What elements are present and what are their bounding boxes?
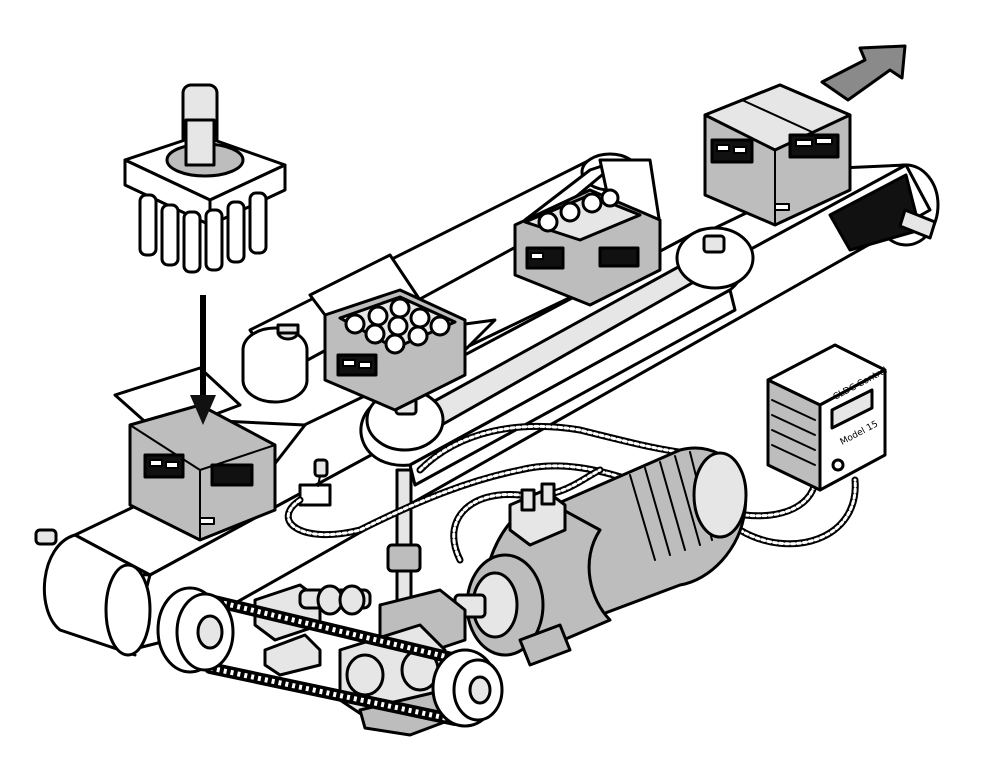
- shaft-coupling: [386, 543, 422, 573]
- box4-top: [703, 83, 852, 152]
- sensor-body: [298, 483, 332, 507]
- speed-controller: CLDC Control Model 15: [766, 343, 889, 492]
- down-arrow-icon: [190, 295, 216, 425]
- controller-knob: [831, 458, 845, 472]
- left-drum-shaft: [34, 528, 58, 546]
- box-closed: [703, 83, 852, 227]
- box-open-empty: [113, 366, 307, 542]
- box1-handle-right: [210, 463, 254, 487]
- front-conveyor-right-pulley: [675, 226, 755, 290]
- belt-drive: [156, 583, 504, 737]
- motor-foot: [518, 623, 572, 667]
- motor-end-cap: [692, 451, 748, 539]
- front-pulley-cap-right: [702, 234, 726, 254]
- front-conveyor: [359, 226, 755, 607]
- vertical-drive-shaft: [395, 468, 413, 607]
- box-open-bottles-1: [308, 253, 497, 412]
- bearing-block-2: [263, 633, 322, 677]
- back-conveyor-left-pulley-side: [241, 348, 309, 404]
- bottle-caps-group-1: [344, 297, 451, 355]
- right-drum-shaft: [898, 208, 937, 240]
- box3-handle-right: [598, 246, 640, 268]
- main-conveyor-left-drum-end: [104, 563, 152, 657]
- outward-arrow-icon: [820, 44, 907, 102]
- filling-nozzles: [138, 191, 268, 274]
- drive-motor: [453, 446, 748, 667]
- front-conveyor-belt-side: [408, 288, 737, 487]
- box-open-bottles-2: [513, 158, 662, 307]
- control-cables: [284, 422, 859, 564]
- controller-display: [830, 388, 874, 430]
- filling-head: [123, 83, 287, 274]
- photo-sensor: [298, 458, 332, 507]
